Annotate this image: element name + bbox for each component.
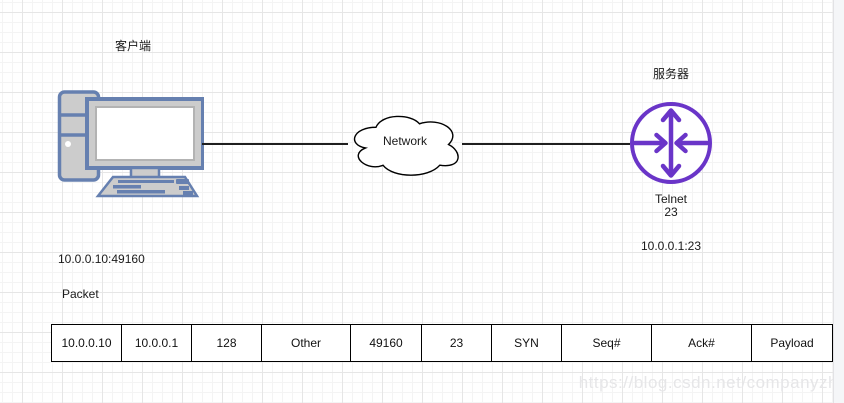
packet-field: Other — [262, 325, 351, 361]
server-label: 服务器 — [652, 67, 689, 81]
workstation-icon — [57, 90, 204, 198]
router-icon — [630, 102, 712, 184]
wire-network-server — [462, 143, 630, 145]
cloud-icon — [353, 115, 459, 176]
packet-field: SYN — [492, 325, 562, 361]
packet-field: Ack# — [652, 325, 752, 361]
canvas-edge — [833, 0, 844, 403]
network-label: Network — [382, 134, 427, 148]
packet-field: 10.0.0.10 — [52, 325, 122, 361]
watermark: https://blog.csdn.net/companyzh — [578, 373, 838, 392]
telnet-label: Telnet 23 — [628, 193, 714, 219]
packet-label: Packet — [62, 287, 99, 301]
packet-field: Payload — [770, 336, 814, 350]
packet-field: 10.0.0.1 — [122, 325, 192, 361]
packet-field: Seq# — [562, 325, 652, 361]
packet-field: 23 — [422, 325, 492, 361]
packet-field: 128 — [192, 325, 262, 361]
client-label: 客户端 — [115, 39, 152, 53]
wire-client-network — [202, 143, 348, 145]
telnet-service-label: Telnet — [654, 192, 688, 206]
telnet-port-label: 23 — [664, 205, 678, 219]
packet-field: 49160 — [351, 325, 422, 361]
server-address: 10.0.0.1:23 — [640, 239, 702, 253]
client-address: 10.0.0.10:49160 — [58, 252, 145, 266]
